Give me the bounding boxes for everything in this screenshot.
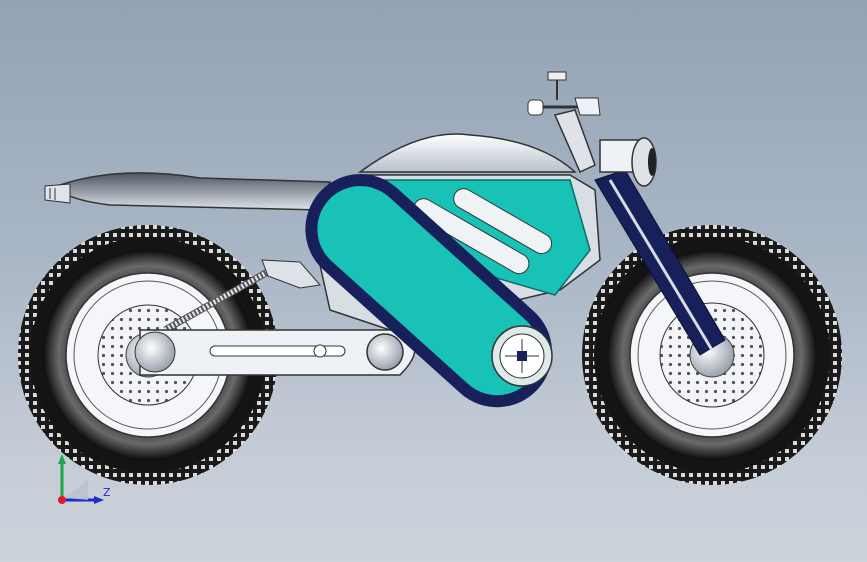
y-axis-arrowhead xyxy=(58,454,66,464)
seat[interactable] xyxy=(44,172,332,211)
grip-end xyxy=(527,99,544,116)
pulley-hub xyxy=(517,351,527,361)
z-axis-label: Z xyxy=(103,486,111,499)
z-axis-arrowhead xyxy=(94,496,104,504)
handlebar[interactable] xyxy=(527,71,601,174)
headlight[interactable] xyxy=(599,137,657,187)
drive-pulley[interactable] xyxy=(491,325,553,387)
swingarm-pivot xyxy=(366,333,404,371)
mirror-top xyxy=(547,71,567,81)
drive-belt[interactable] xyxy=(283,151,575,429)
axle-cap xyxy=(134,331,176,373)
triad-plane xyxy=(64,480,88,500)
lever-block xyxy=(574,97,601,116)
x-axis-dot xyxy=(58,496,66,504)
belt-inner xyxy=(317,186,541,396)
front-fork[interactable] xyxy=(594,169,726,356)
handlebar-riser xyxy=(553,109,596,174)
front-wheel[interactable] xyxy=(582,225,842,485)
fuel-tank[interactable] xyxy=(357,133,577,173)
shock-mount xyxy=(261,259,321,289)
swingarm-bolt xyxy=(313,344,327,358)
rear-shock[interactable] xyxy=(163,259,321,334)
cylinder-pair xyxy=(413,188,553,275)
swingarm-slot xyxy=(209,345,346,357)
headlight-rim xyxy=(648,148,656,176)
shock-body xyxy=(163,261,282,334)
seat-body xyxy=(59,172,332,211)
fork-highlight xyxy=(608,179,714,351)
swingarm[interactable] xyxy=(134,329,416,376)
tail-light xyxy=(44,183,71,204)
view-orientation-triad[interactable] xyxy=(40,440,120,520)
front-rim-inner xyxy=(637,280,787,430)
